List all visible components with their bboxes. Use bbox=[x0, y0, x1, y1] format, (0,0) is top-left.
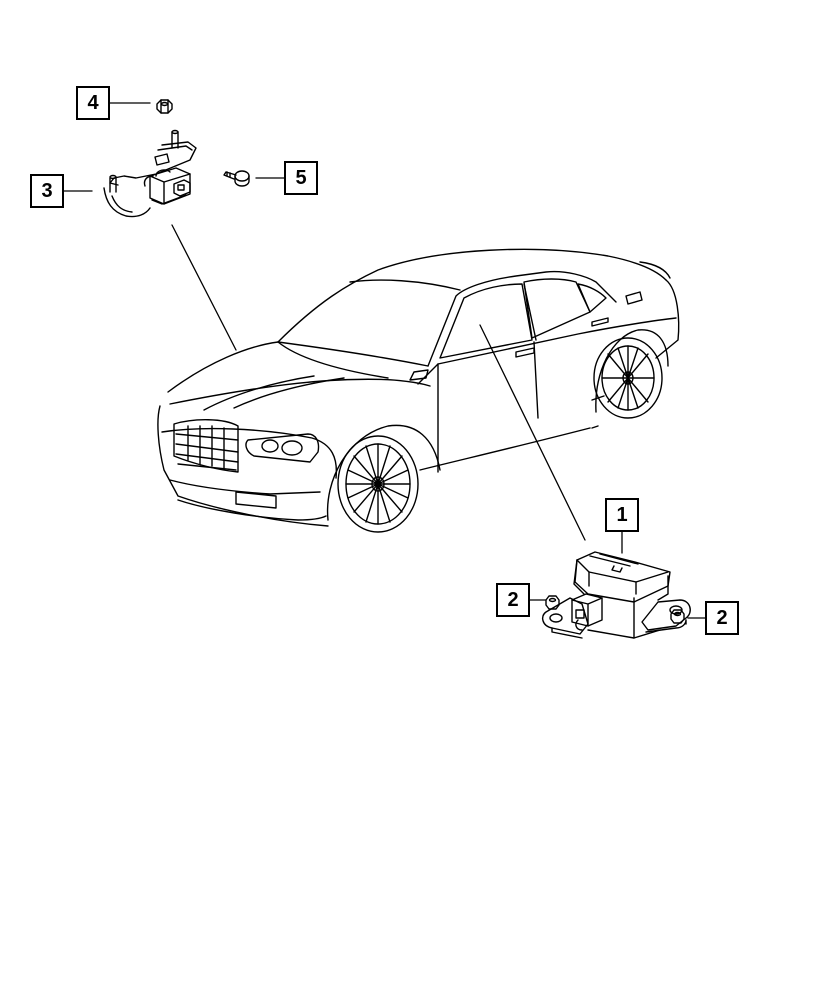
sensor-bracket-assembly-part-3 bbox=[103, 129, 197, 218]
callout-label-5: 5 bbox=[295, 167, 307, 189]
callout-label-1: 1 bbox=[616, 504, 628, 526]
sedan-vehicle bbox=[157, 248, 680, 533]
quarter-window bbox=[577, 283, 607, 313]
sensor-module-part-1 bbox=[541, 551, 691, 639]
headlight bbox=[245, 433, 320, 463]
leader-lines bbox=[63, 102, 706, 619]
callout-box-2-left: 2 bbox=[496, 583, 530, 617]
callout-box-2-right: 2 bbox=[705, 601, 739, 635]
fog-light bbox=[235, 491, 277, 509]
callout-label-2-right: 2 bbox=[716, 607, 728, 629]
callout-label-4: 4 bbox=[87, 92, 99, 114]
callout-label-3: 3 bbox=[41, 180, 53, 202]
callout-box-5: 5 bbox=[284, 161, 318, 195]
hex-nut-part-2-right bbox=[670, 609, 685, 624]
rear-door-window bbox=[523, 278, 591, 339]
callout-box-4: 4 bbox=[76, 86, 110, 120]
hex-nut-part-4 bbox=[156, 99, 173, 114]
front-grille bbox=[173, 419, 239, 473]
leader-1-to-car bbox=[479, 324, 586, 541]
front-door-window bbox=[439, 283, 533, 359]
rear-wheel bbox=[593, 337, 663, 419]
front-wheel bbox=[337, 435, 419, 533]
mounting-screw-part-5 bbox=[223, 170, 250, 187]
callout-box-3: 3 bbox=[30, 174, 64, 208]
callout-box-1: 1 bbox=[605, 498, 639, 532]
hex-nut-part-2-left bbox=[545, 595, 560, 610]
leader-3-to-car bbox=[171, 224, 237, 351]
callout-label-2-left: 2 bbox=[507, 589, 519, 611]
